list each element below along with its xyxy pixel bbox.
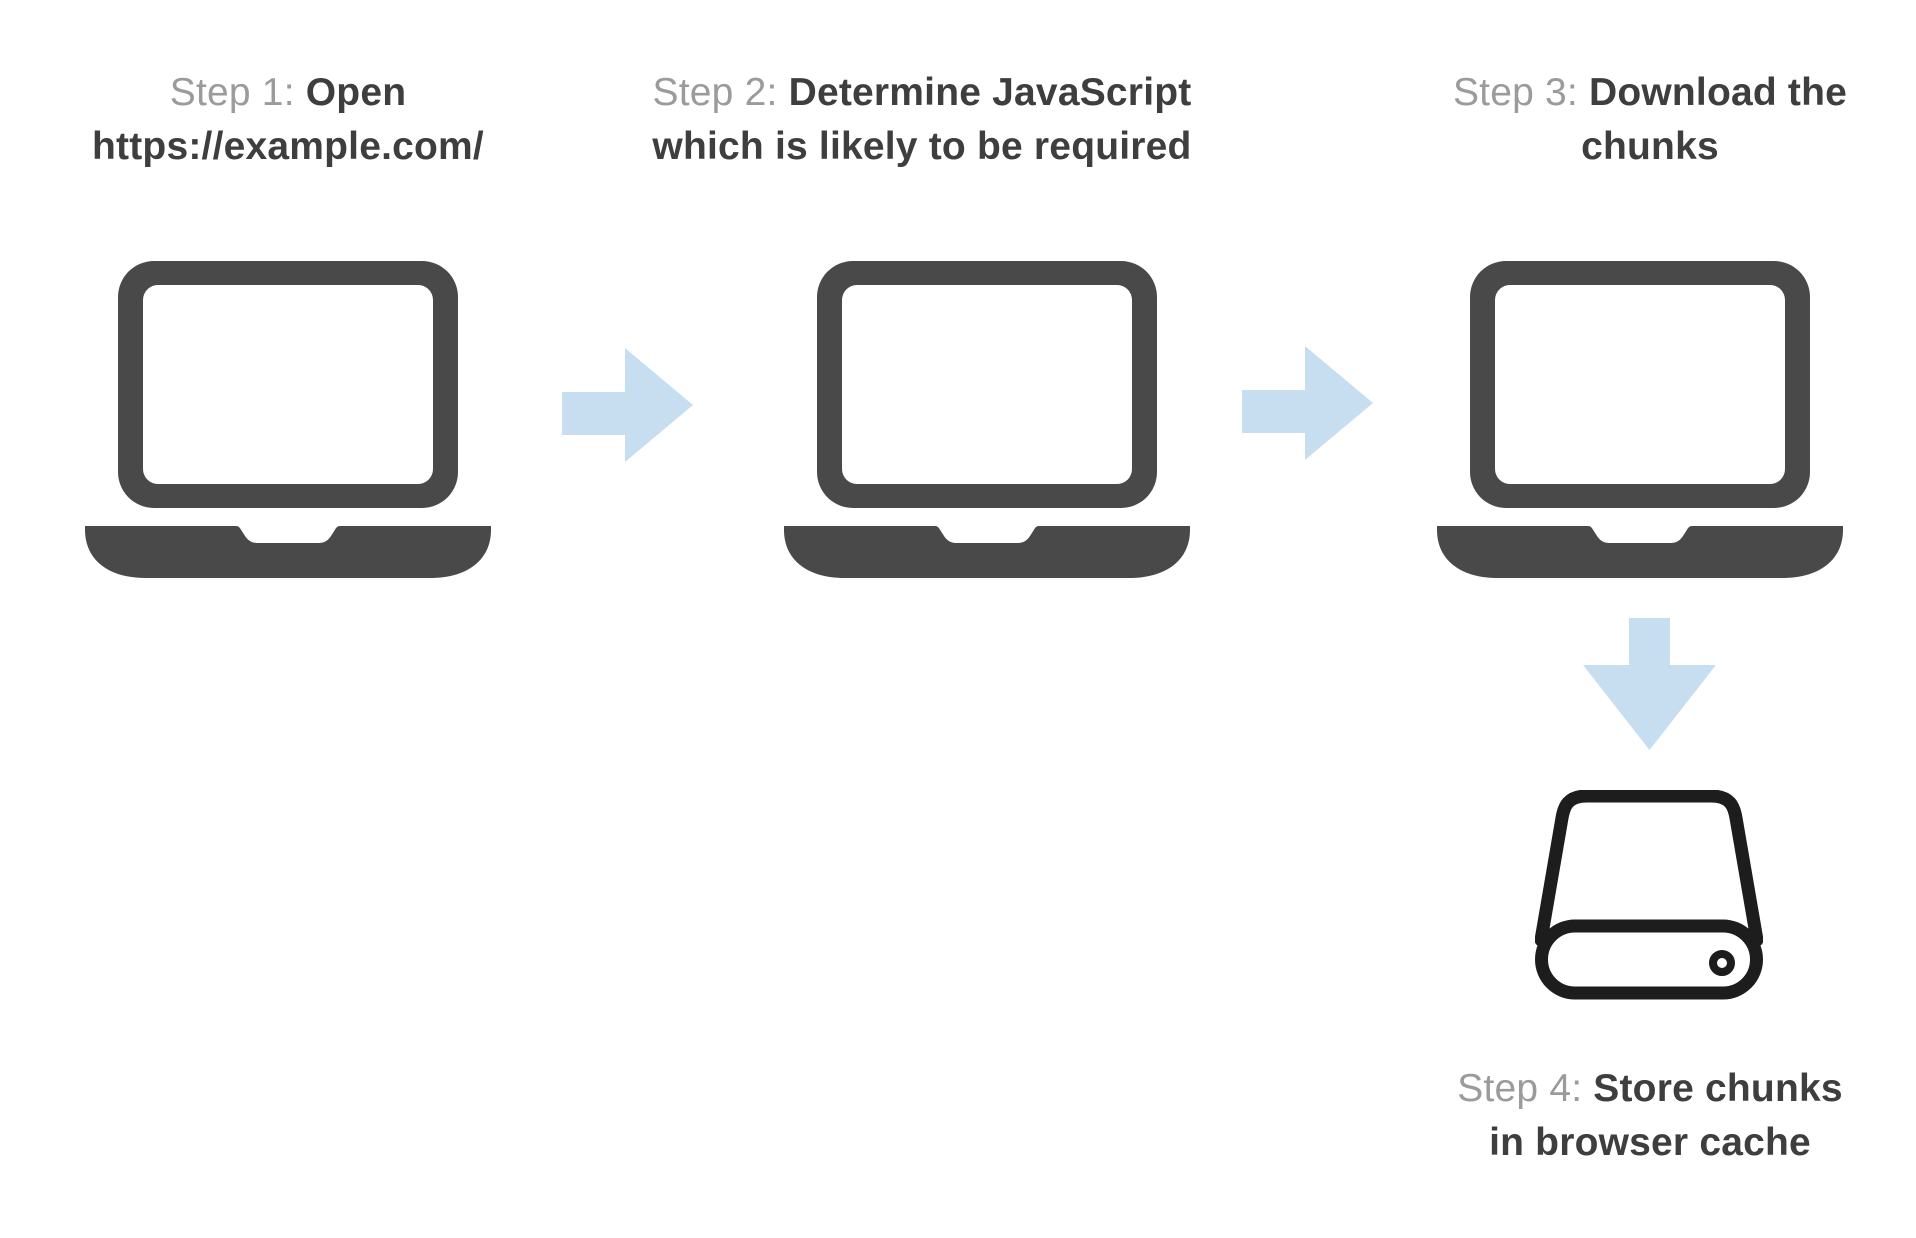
- hard-drive-icon: [1535, 790, 1763, 1000]
- step-1-prefix: Step 1:: [169, 71, 306, 114]
- laptop-icon: [1437, 261, 1843, 578]
- step-4-title: Store chunks in browser cache: [1489, 1067, 1843, 1164]
- laptop-icon: [85, 261, 491, 578]
- step-4-prefix: Step 4:: [1457, 1067, 1594, 1110]
- step-3-prefix: Step 3:: [1452, 71, 1589, 114]
- step-1-label: Step 1: Open https://example.com/: [53, 66, 523, 174]
- step-2-title: Determine JavaScript which is likely to …: [652, 71, 1192, 168]
- arrow-down-icon: [1583, 618, 1716, 750]
- step-3-title: Download the chunks: [1581, 71, 1848, 168]
- step-4-label: Step 4: Store chunks in browser cache: [1440, 1062, 1860, 1170]
- step-2-prefix: Step 2:: [652, 71, 789, 114]
- step-3-label: Step 3: Download the chunks: [1430, 66, 1870, 174]
- step-1-title: Open https://example.com/: [92, 71, 484, 168]
- laptop-icon: [784, 261, 1190, 578]
- arrow-right-icon: [1242, 346, 1373, 460]
- step-2-label: Step 2: Determine JavaScript which is li…: [622, 66, 1222, 174]
- arrow-right-icon: [562, 348, 693, 462]
